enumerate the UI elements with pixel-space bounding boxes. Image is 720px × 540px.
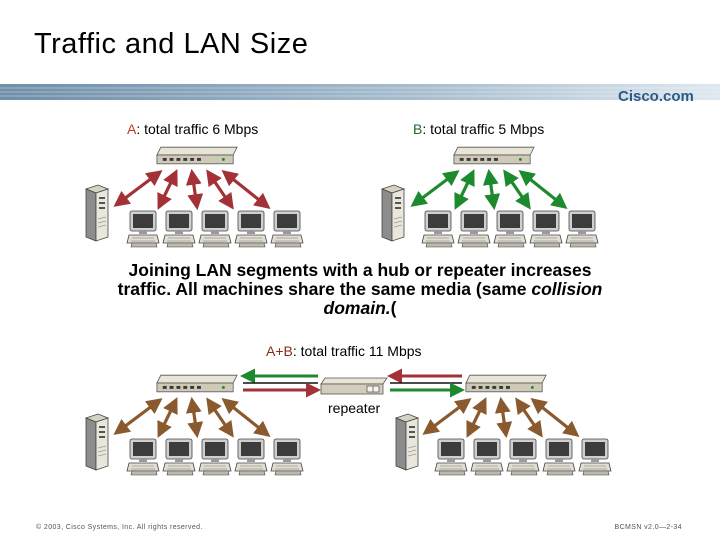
repeater-icon [320, 377, 388, 395]
main-line-3-tail: ( [390, 298, 397, 318]
caption-a: A: total traffic 6 Mbps [127, 121, 258, 137]
workstation-icon [506, 438, 540, 476]
hub-icon [156, 146, 238, 165]
workstation-icon [234, 210, 268, 248]
arrows-a [113, 168, 271, 211]
workstation-icon [470, 438, 504, 476]
segment-b [381, 146, 599, 248]
workstation-icon [529, 210, 563, 248]
server-icon [85, 184, 109, 242]
workstation-icon [542, 438, 576, 476]
arrows-b [410, 168, 568, 211]
workstation-icon [434, 438, 468, 476]
workstation-icon [162, 210, 196, 248]
backbone-links [240, 368, 465, 398]
segment-a [85, 146, 304, 248]
main-statement: Joining LAN segments with a hub or repea… [40, 261, 680, 318]
workstation-icon [126, 210, 160, 248]
workstation-icon [234, 438, 268, 476]
main-line-3-emphasis: domain. [323, 298, 391, 318]
workstation-icon [493, 210, 527, 248]
footer-copyright: © 2003, Cisco Systems, Inc. All rights r… [36, 524, 203, 531]
workstation-icon [565, 210, 599, 248]
caption-ab-text: : total traffic 11 Mbps [292, 343, 422, 359]
server-icon [85, 413, 109, 471]
caption-ab-letter: A+B [266, 343, 293, 359]
workstation-icon [578, 438, 612, 476]
workstation-icon [457, 210, 491, 248]
workstation-icon [162, 438, 196, 476]
header-band [0, 84, 720, 100]
caption-b: B: total traffic 5 Mbps [413, 121, 544, 137]
workstation-icon [126, 438, 160, 476]
workstation-icon [198, 438, 232, 476]
main-line-2-emphasis: collision [531, 279, 603, 299]
caption-ab: A+B: total traffic 11 Mbps [266, 343, 422, 359]
caption-b-text: : total traffic 5 Mbps [422, 121, 545, 137]
footer-course-code: BCMSN v2.0—2-34 [614, 524, 682, 531]
workstation-icon [198, 210, 232, 248]
hub-icon [465, 374, 547, 393]
server-icon [395, 413, 419, 471]
segment-combined [85, 368, 612, 476]
workstation-icon [270, 438, 304, 476]
hub-icon [156, 374, 238, 393]
caption-b-letter: B [413, 121, 423, 137]
server-icon [381, 184, 405, 242]
caption-a-letter: A [127, 121, 137, 137]
hub-icon [453, 146, 535, 165]
repeater-label: repeater [328, 400, 381, 416]
workstation-icon [270, 210, 304, 248]
workstation-icon [421, 210, 455, 248]
page-title: Traffic and LAN Size [34, 28, 309, 60]
main-line-2: traffic. All machines share the same med… [117, 279, 532, 299]
caption-a-text: : total traffic 6 Mbps [136, 121, 259, 137]
main-line-1: Joining LAN segments with a hub or repea… [128, 260, 592, 280]
cisco-logo: Cisco.com [618, 88, 694, 105]
arrows-combined [113, 396, 580, 439]
